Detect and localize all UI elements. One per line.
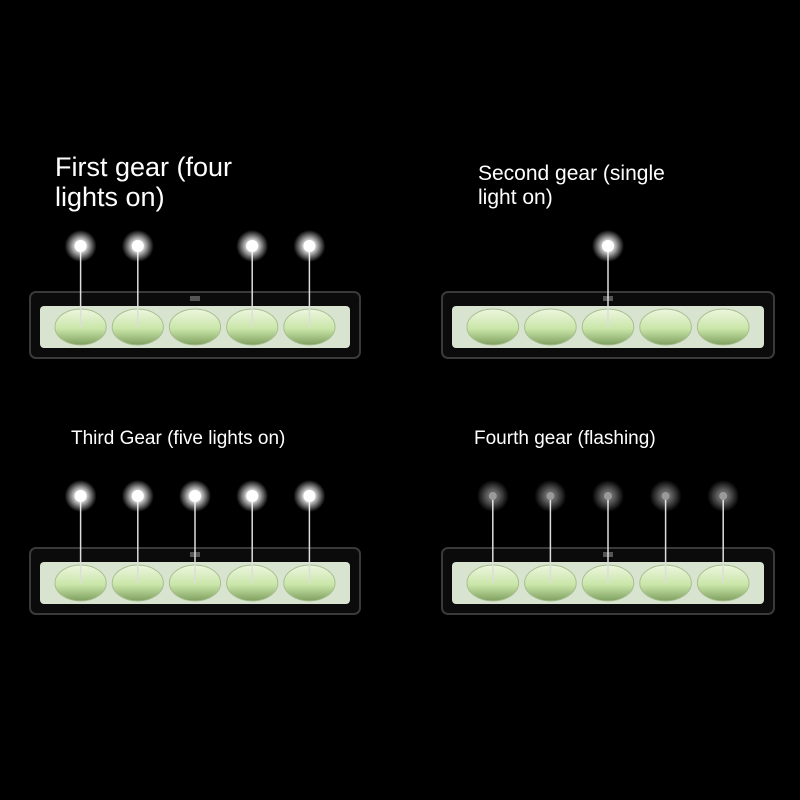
light-dot — [131, 240, 144, 252]
light-dot — [303, 240, 316, 252]
light-dot — [74, 240, 87, 252]
panel-third-gear: Third Gear (five lights on) — [0, 400, 400, 800]
light-dot — [246, 240, 259, 252]
light-dot — [74, 490, 87, 502]
panel-first-gear: First gear (four lights on) — [0, 0, 400, 400]
caption-first-gear: First gear (four lights on) — [55, 152, 233, 213]
light-bar-first-gear — [29, 230, 361, 359]
light-dot — [189, 490, 201, 502]
caption-third-gear: Third Gear (five lights on) — [71, 428, 286, 449]
light-dot — [246, 490, 259, 502]
light-dot — [602, 240, 614, 252]
lens-cell — [639, 308, 692, 346]
light-dot — [131, 490, 144, 502]
light-bar-second-gear — [441, 230, 775, 359]
light-dot — [488, 492, 497, 500]
lens-cell — [524, 308, 577, 346]
panel-fourth-gear: Fourth gear (flashing) — [400, 400, 800, 800]
panel-second-gear: Second gear (single light on) — [400, 0, 800, 400]
light-dot — [719, 492, 728, 500]
lens-cell — [696, 308, 750, 346]
light-bar-fourth-gear — [441, 480, 775, 615]
light-dot — [546, 492, 555, 500]
light-bar-third-gear — [29, 480, 361, 615]
light-dot — [661, 492, 670, 500]
logo-mark — [190, 296, 200, 301]
caption-fourth-gear: Fourth gear (flashing) — [474, 428, 656, 449]
light-dot — [604, 492, 612, 500]
lens-cell — [466, 308, 520, 346]
lens-cell — [168, 308, 222, 346]
light-dot — [303, 490, 316, 502]
caption-second-gear: Second gear (single light on) — [478, 162, 665, 209]
